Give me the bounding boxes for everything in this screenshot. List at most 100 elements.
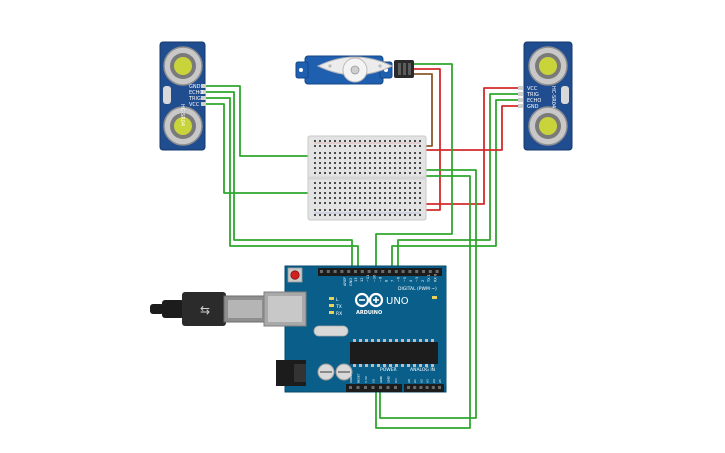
- breadboard-hole: [339, 145, 341, 147]
- breadboard-hole: [419, 152, 421, 154]
- breadboard-hole: [404, 157, 406, 159]
- digital-header-hole[interactable]: [388, 270, 391, 273]
- breadboard-hole: [414, 162, 416, 164]
- breadboard-hole: [359, 157, 361, 159]
- breadboard-hole: [389, 152, 391, 154]
- breadboard-hole: [414, 187, 416, 189]
- breadboard-hole: [339, 192, 341, 194]
- breadboard-hole: [354, 162, 356, 164]
- power-header-hole[interactable]: [394, 386, 397, 389]
- servo-motor[interactable]: [295, 55, 414, 85]
- analog-header-hole[interactable]: [431, 386, 435, 389]
- breadboard-hole: [349, 214, 351, 216]
- digital-header-hole[interactable]: [333, 270, 337, 273]
- breadboard-hole: [404, 214, 406, 216]
- breadboard-hole: [319, 152, 321, 154]
- digital-header-hole[interactable]: [354, 270, 357, 273]
- analog-header-hole[interactable]: [438, 386, 441, 389]
- chip-pin: [377, 364, 380, 367]
- digital-header-hole[interactable]: [408, 270, 412, 273]
- digital-header-hole[interactable]: [326, 270, 330, 273]
- breadboard-hole: [379, 187, 381, 189]
- breadboard-hole: [399, 182, 401, 184]
- breadboard-hole: [359, 214, 361, 216]
- breadboard-hole: [344, 192, 346, 194]
- sensor-left-model-label: HC-SR04: [179, 104, 185, 126]
- breadboard-hole: [349, 187, 351, 189]
- breadboard-hole: [334, 140, 336, 142]
- breadboard-hole: [344, 214, 346, 216]
- digital-header-hole[interactable]: [394, 270, 398, 273]
- wires: [204, 63, 520, 429]
- digital-header-hole[interactable]: [340, 270, 344, 273]
- analog-header-hole[interactable]: [419, 386, 423, 389]
- analog-header-hole[interactable]: [425, 386, 429, 389]
- breadboard-hole: [379, 162, 381, 164]
- sensor-left-pin-label: VCC: [189, 102, 200, 108]
- breadboard-hole: [349, 192, 351, 194]
- power-header-hole[interactable]: [356, 386, 360, 389]
- power-header-hole[interactable]: [349, 386, 352, 389]
- breadboard-hole: [379, 157, 381, 159]
- breadboard-hole: [364, 140, 366, 142]
- ultrasonic-sensor-right[interactable]: HC-SR04 VCC TRIG ECHO GND: [518, 41, 573, 151]
- digital-header-hole[interactable]: [374, 270, 378, 273]
- sensor-right-crystal: [561, 86, 569, 104]
- rx-led-label: RX: [336, 311, 342, 317]
- power-header-hole[interactable]: [371, 386, 375, 389]
- breadboard-hole: [314, 209, 316, 211]
- breadboard-hole: [334, 167, 336, 169]
- digital-header-hole[interactable]: [401, 270, 405, 273]
- breadboard-hole: [329, 209, 331, 211]
- power-header-hole[interactable]: [364, 386, 367, 389]
- breadboard-hole: [394, 162, 396, 164]
- digital-header-hole[interactable]: [435, 270, 439, 273]
- breadboard-hole: [414, 145, 416, 147]
- digital-header-hole[interactable]: [360, 270, 364, 273]
- breadboard-hole: [399, 145, 401, 147]
- power-header-hole[interactable]: [386, 386, 390, 389]
- digital-header-hole[interactable]: [428, 270, 432, 273]
- breadboard-hole: [389, 209, 391, 211]
- chip-pin: [359, 339, 362, 342]
- breadboard-hole: [394, 157, 396, 159]
- ultrasonic-sensor-left[interactable]: HC-SR04 GND ECHO TRIG VCC: [159, 41, 206, 151]
- chip-pin: [425, 339, 428, 342]
- analog-header-hole[interactable]: [407, 386, 410, 389]
- analog-header-hole[interactable]: [413, 386, 417, 389]
- power-header-hole[interactable]: [379, 386, 382, 389]
- breadboard-hole: [414, 152, 416, 154]
- digital-header-hole[interactable]: [347, 270, 351, 273]
- digital-header-hole[interactable]: [320, 270, 323, 273]
- digital-header[interactable]: [318, 268, 442, 276]
- l-led-label: L: [336, 297, 339, 303]
- breadboard-hole: [419, 167, 421, 169]
- analog-header[interactable]: [404, 384, 444, 392]
- breadboard[interactable]: [307, 135, 427, 221]
- breadboard-hole: [389, 187, 391, 189]
- digital-header-hole[interactable]: [415, 270, 419, 273]
- breadboard-hole: [324, 167, 326, 169]
- breadboard-hole: [374, 145, 376, 147]
- reset-button[interactable]: [290, 270, 300, 280]
- breadboard-hole: [389, 197, 391, 199]
- breadboard-hole: [369, 214, 371, 216]
- digital-header-hole[interactable]: [367, 270, 371, 273]
- chip-pin: [413, 339, 416, 342]
- breadboard-hole: [384, 157, 386, 159]
- digital-header-hole[interactable]: [381, 270, 385, 273]
- breadboard-hole: [389, 182, 391, 184]
- breadboard-hole: [404, 162, 406, 164]
- breadboard-hole: [384, 182, 386, 184]
- tx-led: [329, 304, 334, 307]
- chip-pin: [395, 339, 398, 342]
- digital-header-hole[interactable]: [422, 270, 425, 273]
- breadboard-hole: [319, 187, 321, 189]
- breadboard-hole: [344, 182, 346, 184]
- breadboard-hole: [369, 192, 371, 194]
- breadboard-hole: [329, 182, 331, 184]
- breadboard-hole: [384, 209, 386, 211]
- arduino-uno[interactable]: ARDUINO UNO DIGITAL (PWM ~) POWER ANALOG…: [263, 265, 447, 393]
- breadboard-hole: [349, 209, 351, 211]
- breadboard-hole: [369, 182, 371, 184]
